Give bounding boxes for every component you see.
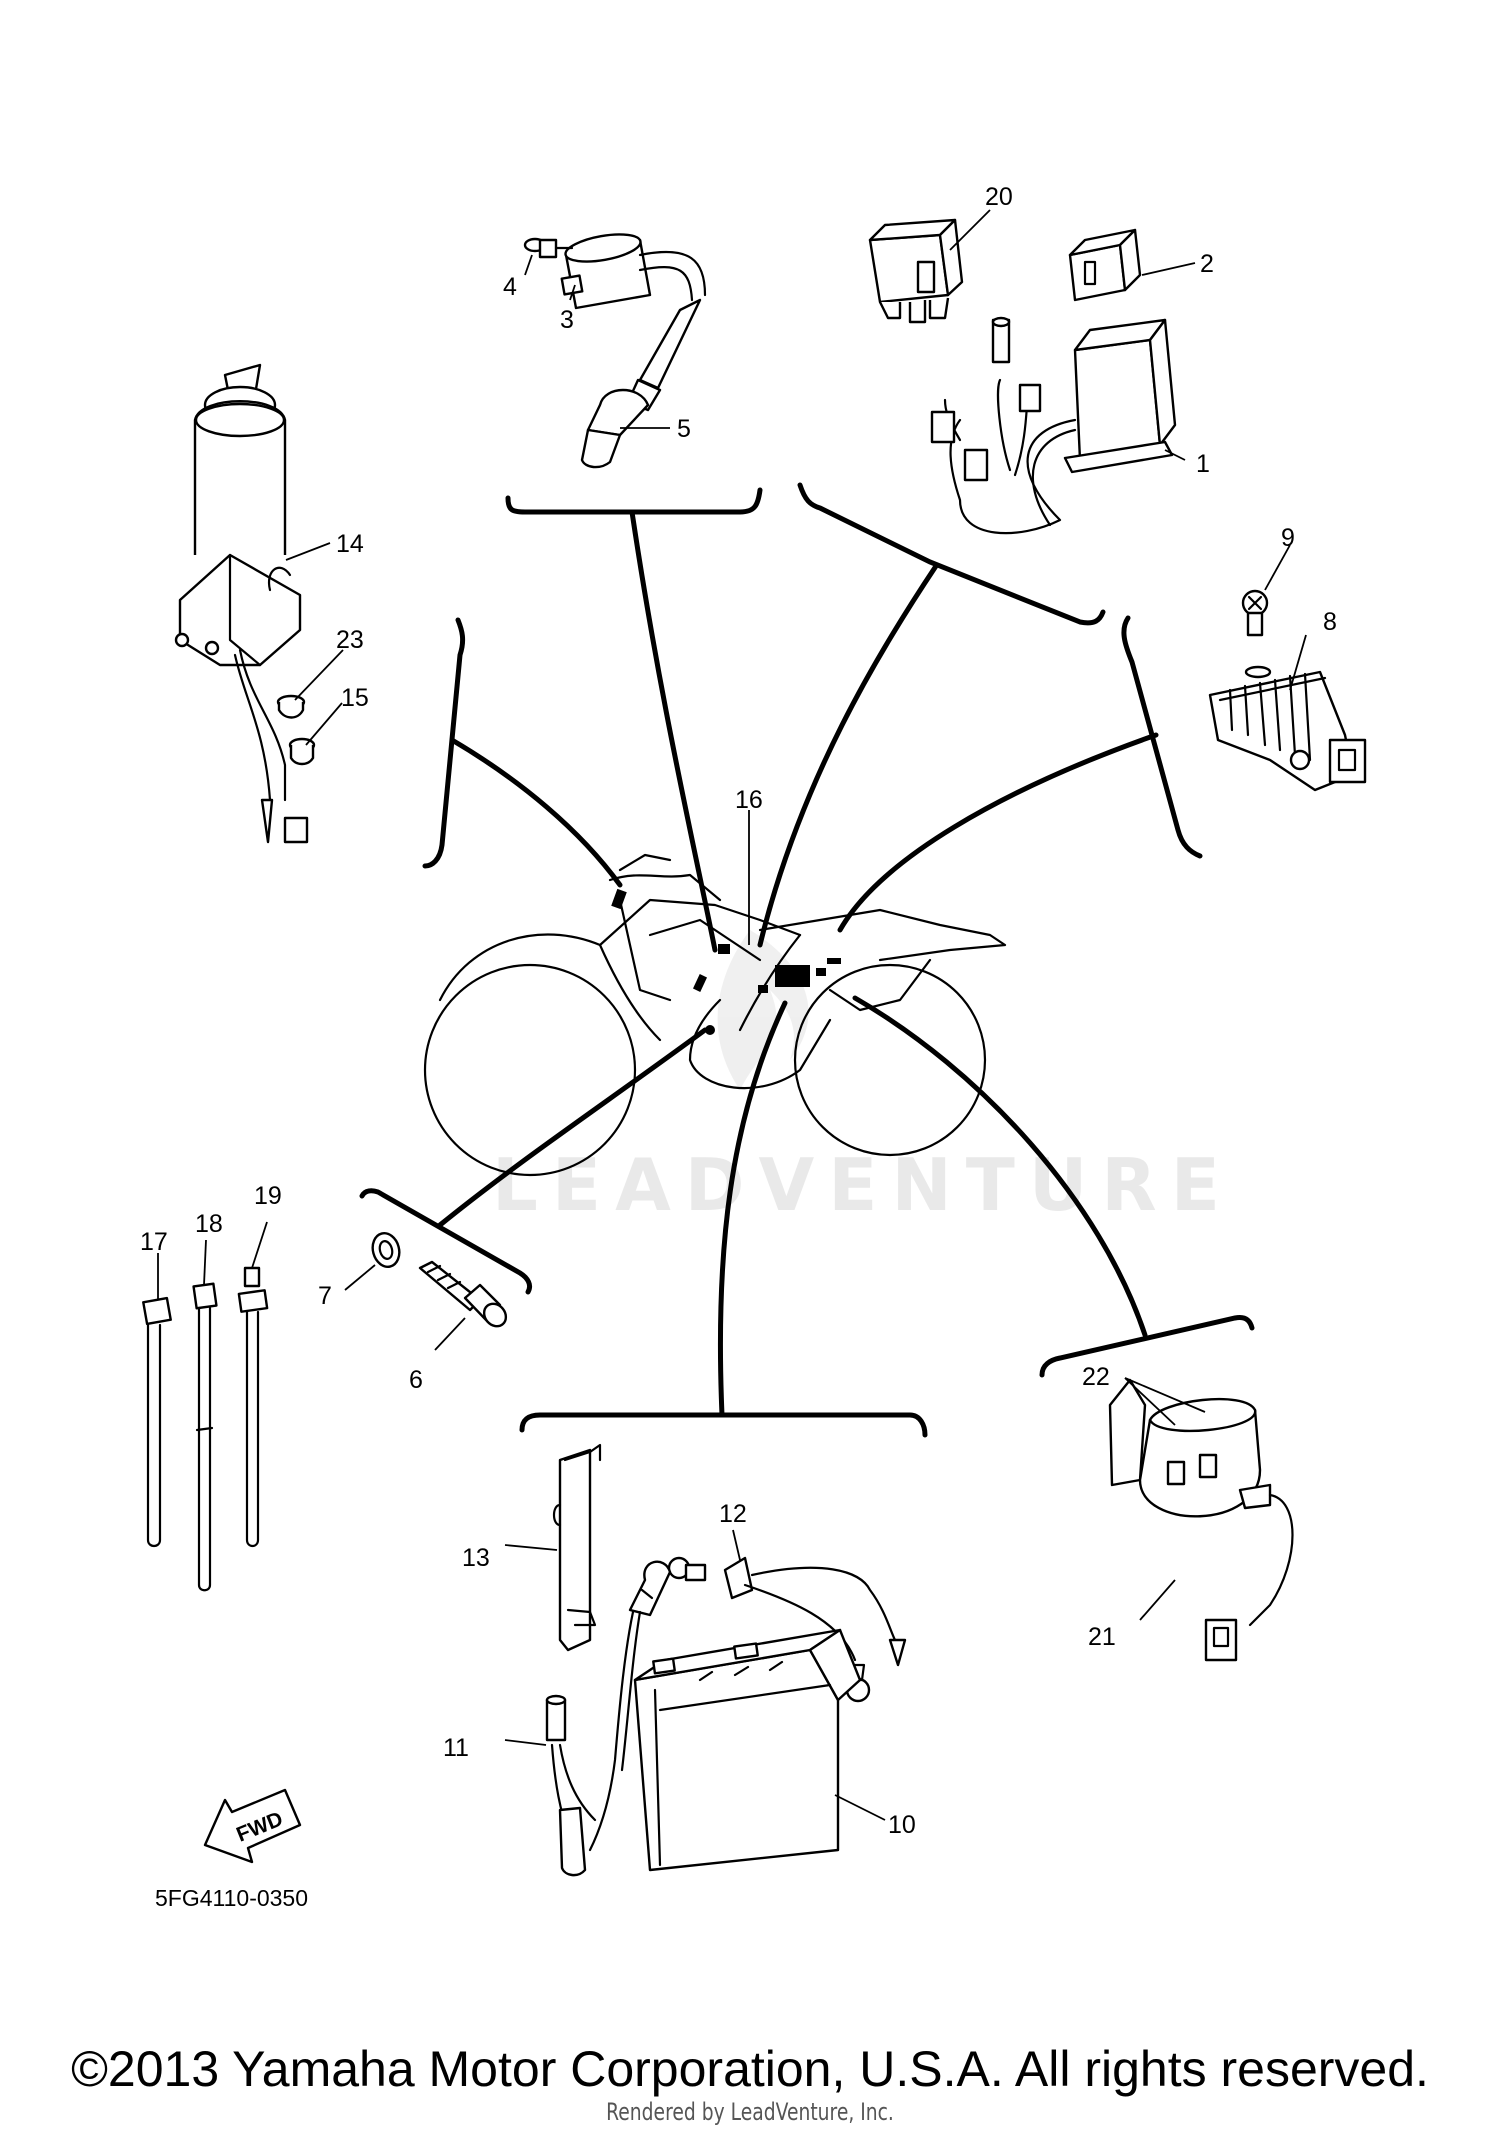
callout-21: 21	[1088, 1623, 1116, 1651]
callout-1: 1	[1196, 450, 1210, 478]
callout-17: 17	[140, 1228, 168, 1256]
leader-lines	[157, 209, 1307, 1821]
cdi-unit-1-part	[930, 316, 1177, 535]
callout-10: 10	[888, 1811, 916, 1839]
callout-8: 8	[1323, 608, 1337, 636]
callouts: 1 2 3 4 5 6 7 8 9 10 11 12 13 14 15 16 1…	[140, 183, 1337, 1839]
callout-15: 15	[341, 684, 369, 712]
screw-4-part	[523, 237, 574, 259]
callout-23: 23	[336, 626, 364, 654]
motorcycle-outline	[423, 853, 1007, 1177]
copyright-notice: ©2013 Yamaha Motor Corporation, U.S.A. A…	[71, 2041, 1429, 2097]
callout-13: 13	[462, 1544, 490, 1572]
rendered-by-notice: Rendered by LeadVenture, Inc.	[606, 2098, 894, 2126]
callout-18: 18	[195, 1210, 223, 1238]
callout-16: 16	[735, 786, 763, 814]
diagram-code: 5FG4110-0350	[155, 1885, 308, 1911]
connector-2-part	[1068, 228, 1142, 302]
gasket-7-part	[371, 1232, 401, 1268]
neutral-switch-6-part	[418, 1260, 508, 1328]
callout-11: 11	[443, 1734, 469, 1762]
callout-3: 3	[560, 306, 574, 334]
callout-14: 14	[336, 530, 364, 558]
battery-band-13-part	[552, 1443, 602, 1652]
collar-15-part	[288, 737, 316, 766]
callout-12: 12	[719, 1500, 747, 1528]
battery-cap-hose-11-part	[545, 1560, 672, 1877]
callout-22: 22	[1082, 1363, 1110, 1391]
callout-2: 2	[1200, 250, 1214, 278]
relay-20-part	[868, 218, 964, 324]
callout-19: 19	[254, 1182, 282, 1210]
watermark: LEADVENTURE	[492, 930, 1234, 1227]
ignition-coil-part	[560, 233, 707, 469]
exploded-parts-diagram: LEADVENTURE	[140, 183, 1367, 1911]
cable-ties-part	[142, 1266, 269, 1592]
callout-9: 9	[1281, 524, 1295, 552]
starter-relay-21-part	[1108, 1378, 1294, 1662]
grommet-23-part	[276, 694, 306, 719]
callout-20: 20	[985, 183, 1013, 211]
callout-7: 7	[318, 1282, 332, 1310]
callout-6: 6	[409, 1366, 423, 1394]
battery-10-part	[633, 1628, 862, 1872]
callout-5: 5	[677, 415, 691, 443]
rectifier-8-part	[1208, 665, 1367, 792]
screw-9-part	[1241, 589, 1269, 637]
watermark-text: LEADVENTURE	[492, 1143, 1234, 1227]
group-brackets	[359, 482, 1255, 1438]
fwd-arrow: FWD	[203, 1788, 302, 1864]
callout-4: 4	[503, 273, 517, 301]
main-switch-part	[174, 363, 309, 844]
